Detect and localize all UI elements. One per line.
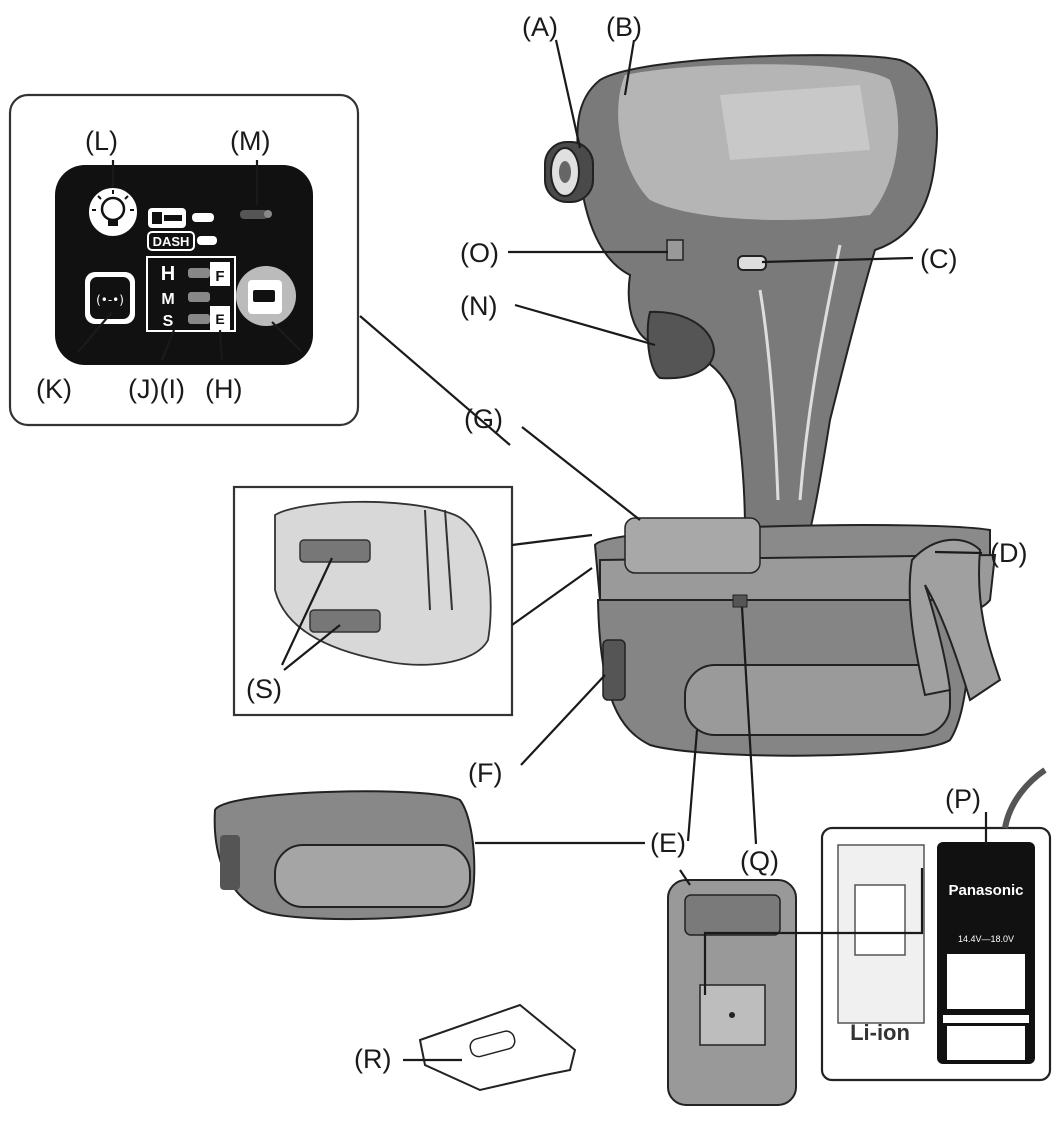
mode-selector: H M S F E: [146, 256, 236, 332]
mode-e-text: E: [215, 311, 224, 327]
svg-text:(•-•): (•-•): [96, 293, 124, 307]
charger: Li-ion Panasonic 14.4V—18.0V: [820, 767, 1052, 1082]
label-k: (K): [36, 374, 72, 404]
battery-indicator: [732, 594, 748, 608]
impact-driver: [544, 54, 1002, 757]
label-a: (A): [522, 12, 558, 42]
battery-cover: [418, 1003, 577, 1092]
belt-clip: [908, 538, 1002, 702]
label-g: (G): [464, 404, 503, 434]
label-p: (P): [945, 784, 981, 814]
label-n: (N): [460, 291, 497, 321]
battery-terminal-inset: [232, 485, 593, 717]
led-light: [666, 239, 684, 261]
bolt-mode-icon: [148, 208, 214, 228]
label-q: (Q): [740, 846, 779, 876]
label-d: (D): [990, 538, 1027, 568]
mode-h-text: H: [161, 263, 175, 285]
leader-lines: [403, 39, 988, 1062]
label-l: (L): [85, 126, 118, 156]
mode-f-text: F: [215, 268, 224, 285]
dash-text: DASH: [153, 234, 190, 249]
callout-labels: (A) (B) (L) (M) (K) (J)(I) (H) (O) (C) (…: [36, 12, 1027, 1074]
status-led: [240, 210, 272, 219]
light-icon: [87, 186, 139, 238]
spare-battery: [213, 790, 476, 921]
label-h: (H): [205, 374, 242, 404]
mode-s-text: S: [163, 313, 174, 330]
charger-battery-type: Li-ion: [850, 1020, 910, 1045]
battery-bottom-view: [667, 879, 797, 1106]
mode-m-text: M: [161, 291, 174, 308]
battery-release-button: [602, 639, 626, 701]
label-o: (O): [460, 238, 499, 268]
label-s: (S): [246, 674, 282, 704]
dash-indicator: DASH: [147, 231, 217, 251]
label-f: (F): [468, 758, 502, 788]
label-b: (B): [606, 12, 642, 42]
battery-button-icon: [236, 266, 296, 326]
trigger: [646, 310, 716, 380]
control-panel-on-tool: [624, 517, 761, 574]
label-e-spare: (E): [650, 828, 686, 858]
control-panel-inset: DASH H M S F E (•-•): [8, 93, 360, 427]
label-ji: (J)(I): [128, 374, 185, 404]
charger-voltage: 14.4V—18.0V: [958, 934, 1014, 944]
label-r: (R): [354, 1044, 391, 1074]
charger-brand: Panasonic: [948, 882, 1023, 899]
label-c: (C): [920, 244, 957, 274]
mode-button-icon: (•-•): [85, 272, 135, 324]
label-m: (M): [230, 126, 270, 156]
reverse-switch: [737, 255, 767, 271]
